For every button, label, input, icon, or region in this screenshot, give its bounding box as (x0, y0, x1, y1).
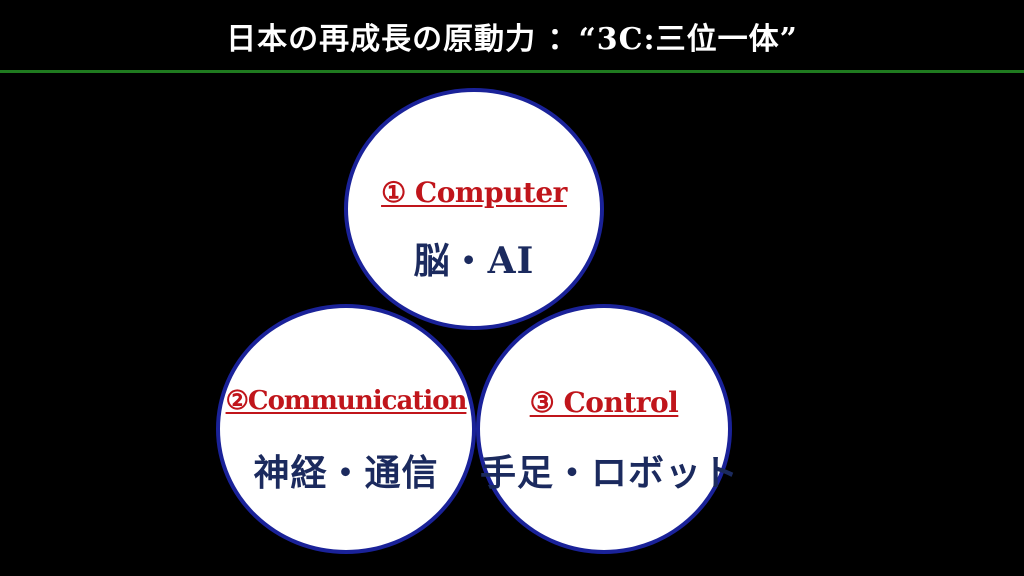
circle-computer: ① Computer 脳・AI (344, 88, 604, 330)
circle-computer-label: ① Computer (381, 176, 567, 209)
circle-computer-subtitle: 脳・AI (413, 240, 535, 282)
circle-communication: ②Communication 神経・通信 (216, 304, 476, 554)
page-title: 日本の再成長の原動力 ：“3C:三位一体” (226, 22, 798, 57)
title-divider (0, 70, 1024, 73)
circle-communication-subtitle: 神経・通信 (253, 452, 439, 494)
circle-communication-label: ②Communication (225, 386, 468, 416)
circle-control-label: ③ Control (529, 386, 679, 419)
circle-control-subtitle: 手足・ロボット (480, 452, 740, 494)
circle-control: ③ Control 手足・ロボット (476, 304, 740, 554)
